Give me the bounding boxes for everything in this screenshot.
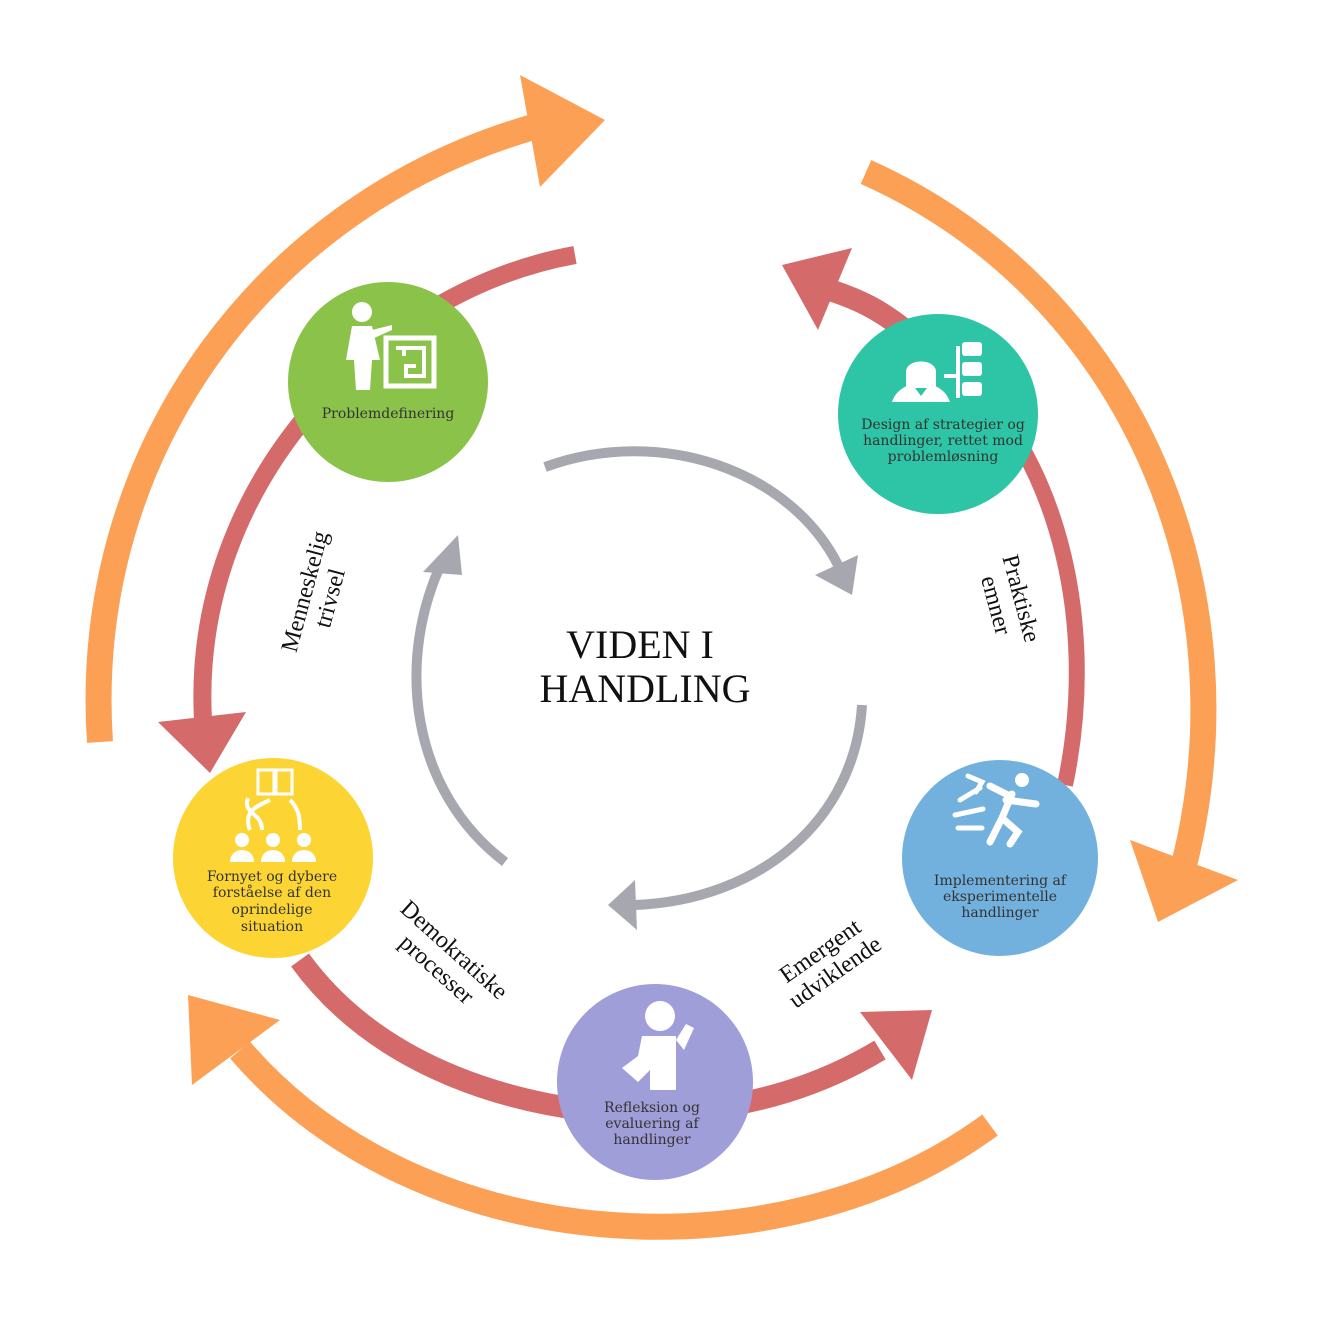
stage-label: Implementering af — [934, 873, 1068, 889]
stage-label: oprindelige — [231, 902, 312, 918]
orange-arrowhead-top — [520, 75, 605, 187]
theme-emergent-udviklende: Emergent udviklende — [775, 914, 887, 1014]
stage-label: Fornyet og dybere — [207, 869, 337, 885]
theme-menneskelig-trivsel: Menneskelig trivsel — [277, 528, 351, 654]
gray-arrowhead-top — [815, 555, 858, 595]
red-arrowhead-bottom — [860, 1010, 932, 1080]
stage-label: Design af strategier og — [861, 417, 1025, 433]
red-arrowhead-top-right — [782, 248, 852, 330]
gray-arc-left — [411, 557, 509, 866]
stage-refleksion: Refleksion og evaluering af handlinger — [557, 984, 753, 1180]
red-arrowhead-left — [158, 712, 246, 773]
person-jumping-icon — [952, 773, 1040, 848]
orange-arrowhead-right — [1130, 840, 1238, 922]
gray-arc-top — [543, 446, 843, 568]
outer-orange-arrows — [85, 107, 1217, 1240]
gray-arrowhead-left — [423, 535, 462, 575]
theme-praktiske-emner: Praktiske emner — [975, 552, 1045, 645]
orange-arc-bottom — [230, 1041, 998, 1240]
stage-implementering: Implementering af eksperimentelle handli… — [902, 760, 1098, 956]
gray-arc-bottom-right — [634, 704, 867, 910]
stage-problemdefinering: Problemdefinering — [288, 282, 488, 482]
inner-gray-arrows — [411, 446, 867, 910]
orange-arrowhead-bottom — [188, 995, 280, 1085]
stage-label: handlinger — [613, 1132, 691, 1148]
diagram-title-line-1: VIDEN I — [566, 622, 714, 667]
person-checklist-icon — [892, 342, 982, 402]
stage-label: eksperimentelle — [943, 889, 1057, 905]
stage-label: problemløsning — [888, 449, 999, 465]
stage-label: handlinger, rettet mod — [863, 433, 1023, 449]
stage-label: Refleksion og — [604, 1100, 700, 1116]
teacher-maze-icon — [346, 302, 437, 390]
person-thinking-icon — [622, 1001, 694, 1090]
group-book-icon — [230, 768, 316, 862]
theme-demokratiske-processer: Demokratiske processer — [394, 896, 512, 1010]
stage-label: handlinger — [961, 905, 1039, 921]
stage-label: situation — [241, 919, 303, 935]
stage-fornyet: Fornyet og dybere forståelse af den opri… — [173, 758, 373, 958]
stage-label: forståelse af den — [213, 884, 331, 901]
diagram-title-line-2: HANDLING — [539, 666, 750, 711]
orange-arc-right — [860, 160, 1217, 884]
stage-label: Problemdefinering — [322, 406, 455, 422]
orange-arc-top-left — [85, 107, 564, 743]
stage-label: evaluering af — [605, 1116, 700, 1132]
stage-design: Design af strategier og handlinger, rett… — [838, 314, 1038, 514]
red-arc-top-right — [826, 279, 912, 339]
gray-arrowhead-bottom — [608, 880, 637, 930]
